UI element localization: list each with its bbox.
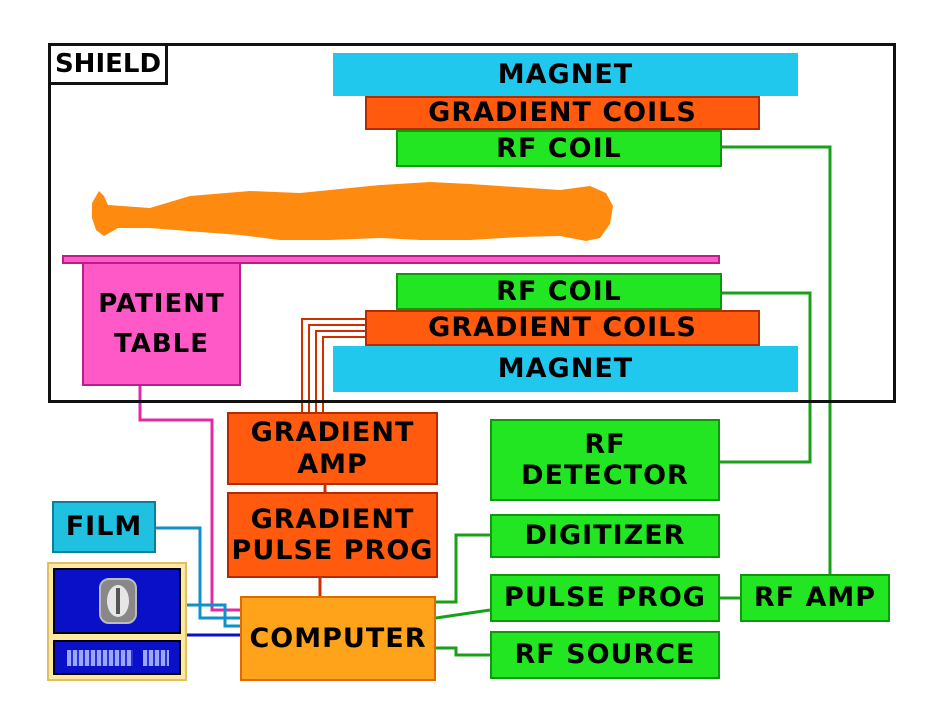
digitizer: DIGITIZER (490, 514, 720, 558)
gradient-coils-bottom: GRADIENT COILS (365, 310, 760, 346)
wire-rf-source-to-computer (436, 646, 490, 657)
computer: COMPUTER (240, 596, 436, 681)
wire-digitizer-to-computer (436, 533, 490, 604)
gradient-pulse-prog: GRADIENT PULSE PROG (227, 492, 438, 578)
rf-detector: RF DETECTOR (490, 419, 720, 501)
wire-monitor-to-computer (187, 603, 240, 628)
wire-gradient-bundle-3 (315, 330, 366, 412)
shield-label: SHIELD (48, 43, 168, 85)
wire-table-to-computer (138, 385, 240, 612)
shield-enclosure (48, 43, 896, 403)
wire-film-to-computer (156, 526, 240, 620)
rf-source: RF SOURCE (490, 631, 720, 679)
patient-table: PATIENT TABLE (82, 262, 241, 386)
rf-coil-top: RF COIL (396, 130, 722, 167)
keyboard-icon (53, 640, 181, 675)
brain-scan-icon (99, 578, 137, 624)
magnet-top: MAGNET (333, 53, 798, 96)
wire-pulse-prog-to-computer (435, 608, 491, 620)
patient-table-top (62, 255, 720, 264)
rf-amp: RF AMP (740, 574, 890, 622)
wire-gradient-bundle-2 (308, 324, 366, 412)
wire-rf-coil-to-rf-detector (720, 291, 812, 464)
monitor-icon (53, 568, 181, 634)
film: FILM (52, 501, 156, 553)
pulse-prog: PULSE PROG (490, 574, 720, 622)
wire-gradient-bundle-1 (301, 318, 366, 412)
wire-rf-coil-to-rf-amp (722, 145, 832, 590)
wire-gradient-bundle-4 (322, 336, 366, 412)
gradient-coils-top: GRADIENT COILS (365, 96, 760, 130)
magnet-bottom: MAGNET (333, 346, 798, 392)
rf-coil-bottom: RF COIL (396, 273, 722, 310)
gradient-amp: GRADIENT AMP (227, 412, 438, 485)
console-workstation (47, 562, 187, 681)
